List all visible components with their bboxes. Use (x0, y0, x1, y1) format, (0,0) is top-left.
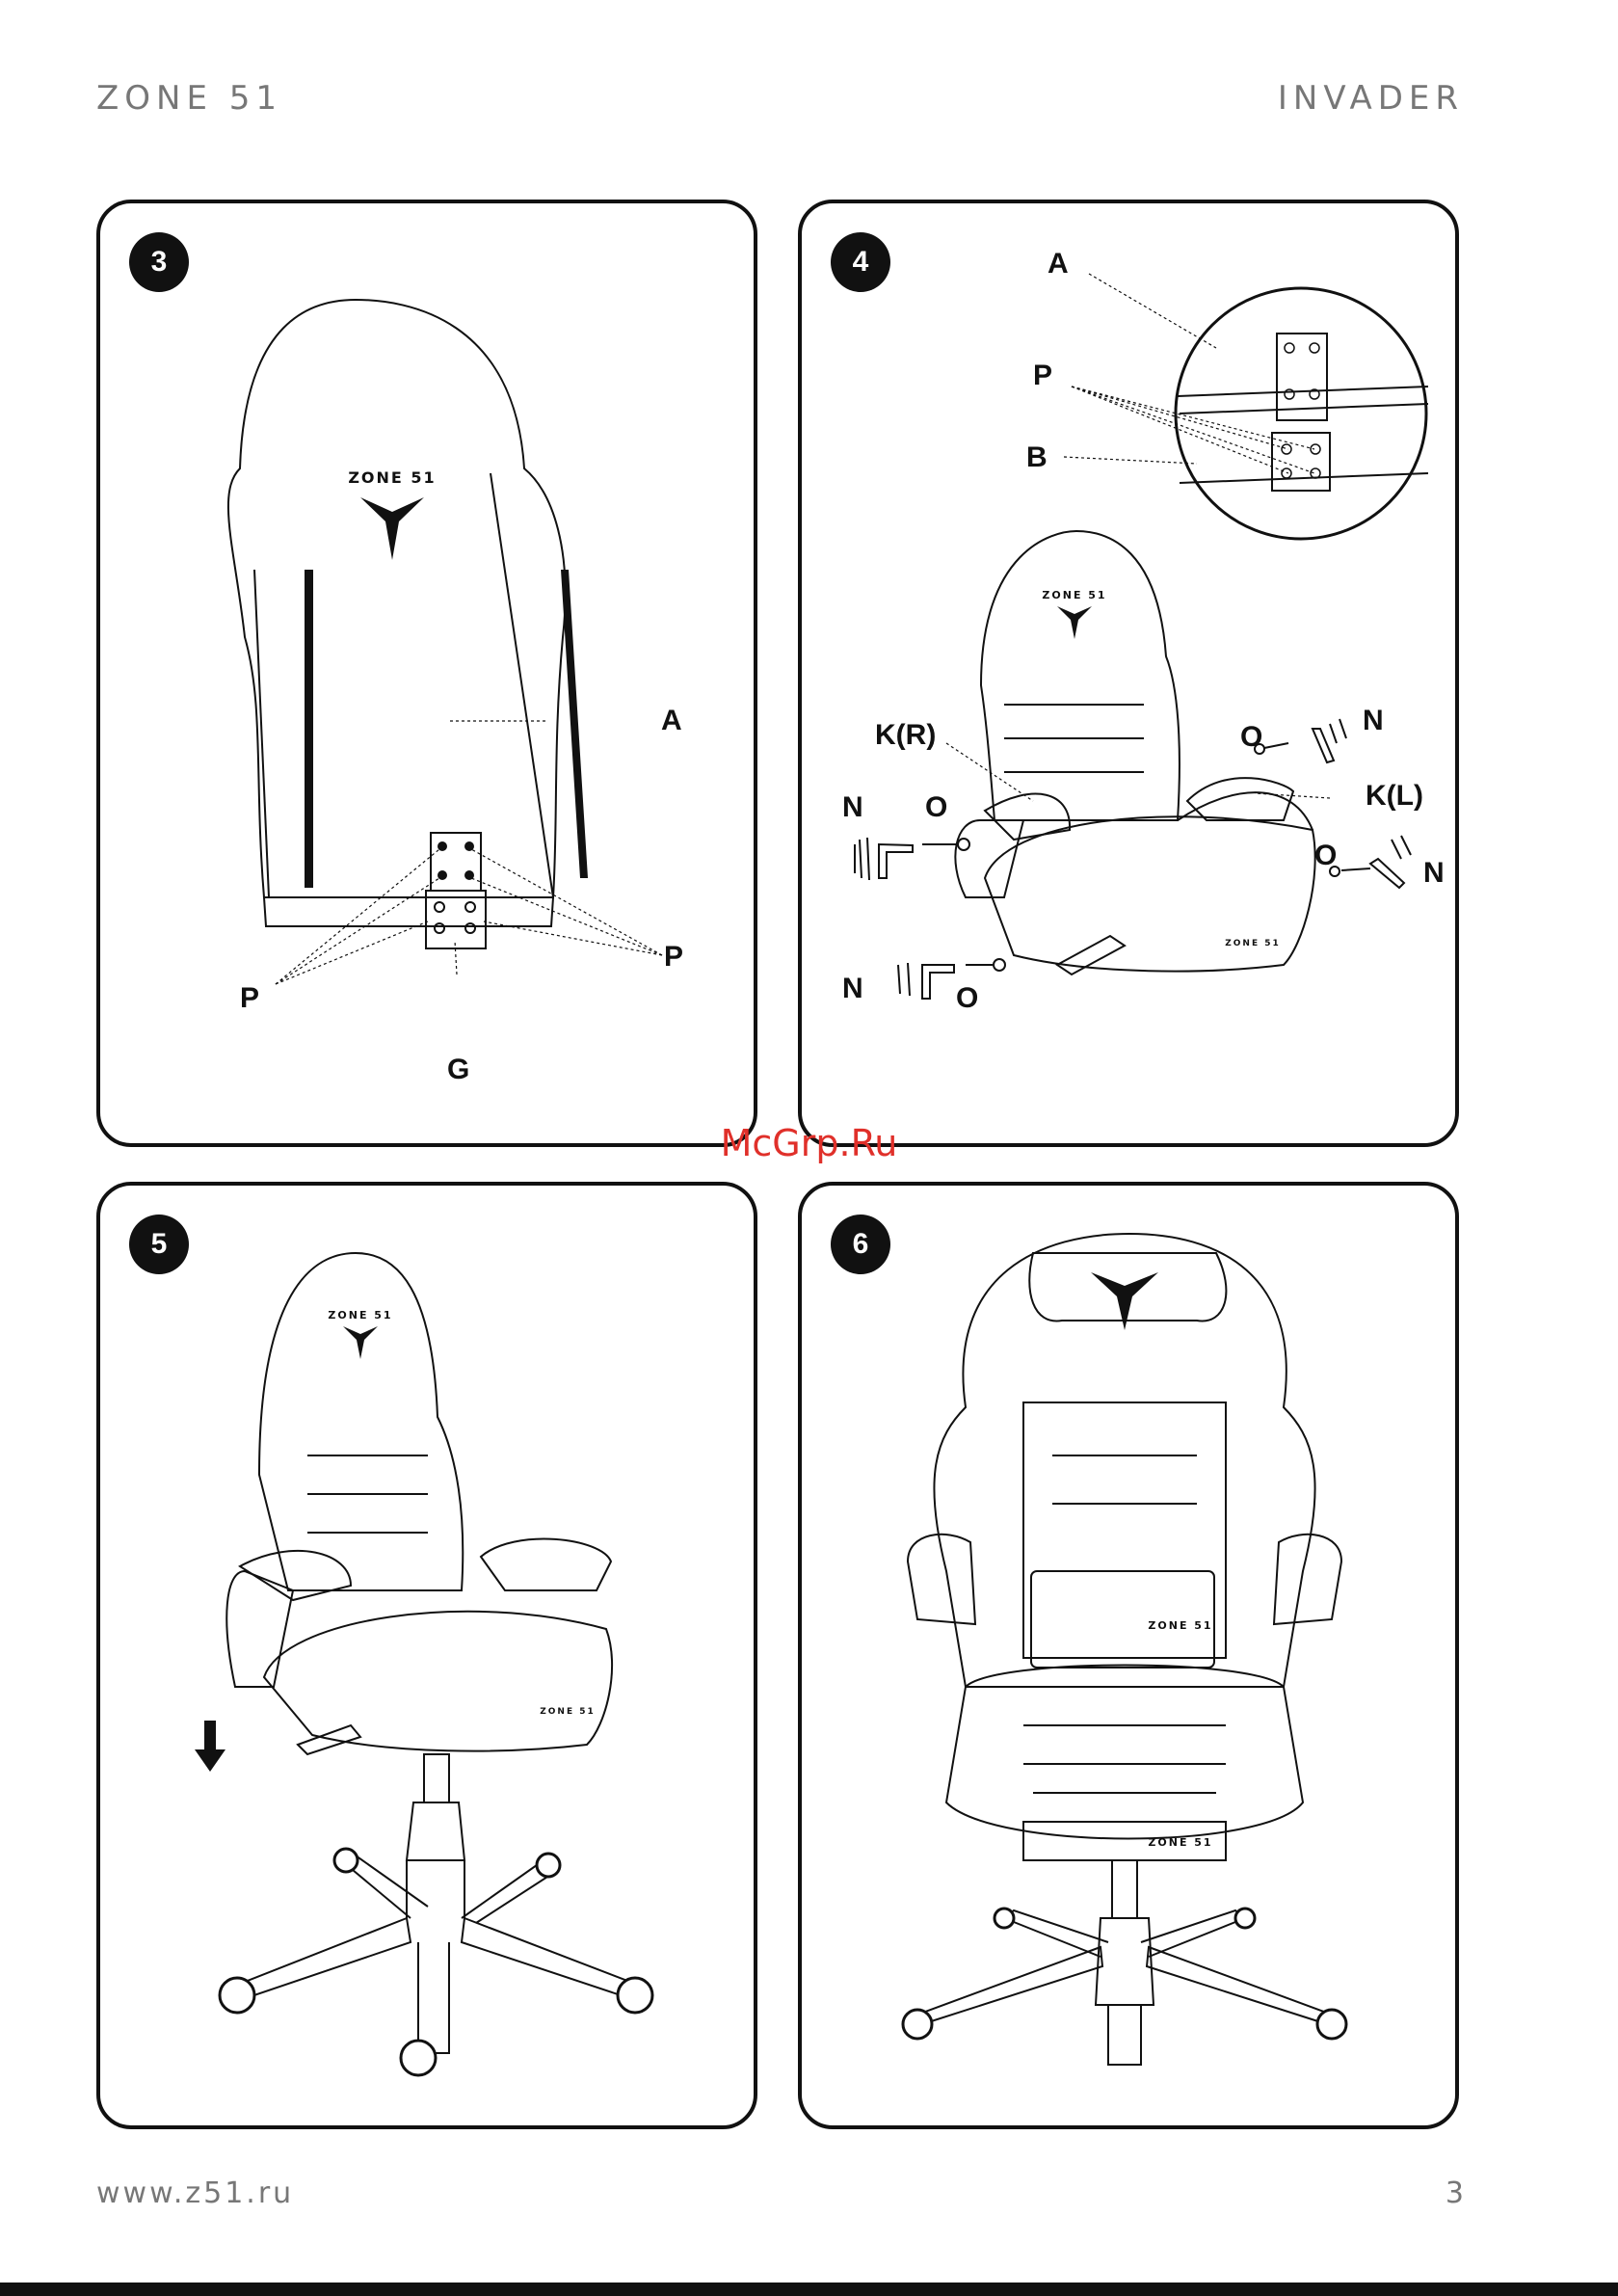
zone51-emblem-icon (360, 497, 424, 560)
label-g: G (447, 1054, 469, 1086)
brand-logo-text: ZONE 51 (96, 79, 282, 118)
zone51-emblem-icon (1057, 606, 1092, 639)
label-a: A (1048, 248, 1069, 280)
watermark-text: McGrp.Ru (0, 1122, 1618, 1164)
model-name: INVADER (1278, 79, 1464, 118)
backrest-logo-text: ZONE 51 (328, 1309, 392, 1322)
label-n: N (1423, 857, 1445, 890)
bottom-bar (0, 2283, 1618, 2296)
pillow-logo-text: ZONE 51 (1148, 1619, 1212, 1632)
label-p-right: P (664, 941, 683, 974)
arrow-down-icon (195, 1721, 225, 1772)
step-6-panel: 6 ZONE 51 ZONE 51 (798, 1182, 1459, 2129)
seat-logo-text: ZONE 51 (540, 1707, 596, 1717)
label-o: O (956, 982, 978, 1015)
seat-logo-text: ZONE 51 (1225, 939, 1281, 948)
page-number: 3 (1446, 2176, 1464, 2210)
label-o: O (1314, 840, 1337, 872)
backrest-logo-text: ZONE 51 (348, 468, 436, 487)
label-n: N (842, 973, 863, 1005)
armrest-illustration: ZONE 51 ZONE 51 (802, 203, 1459, 1147)
label-b: B (1026, 441, 1048, 474)
backrest-logo-text: ZONE 51 (1042, 589, 1106, 601)
label-p-left: P (240, 982, 259, 1015)
assembled-chair-illustration: ZONE 51 ZONE 51 (802, 1186, 1459, 2129)
label-n: N (1363, 705, 1384, 737)
step-3-panel: 3 ZONE 51 A P P G (96, 200, 757, 1147)
step-4-panel: 4 Z (798, 200, 1459, 1147)
label-p: P (1033, 360, 1052, 392)
label-o: O (1240, 721, 1262, 754)
label-a: A (661, 705, 682, 737)
backrest-illustration: ZONE 51 (100, 203, 757, 1147)
label-o: O (925, 791, 947, 824)
label-n: N (842, 791, 863, 824)
step-5-panel: 5 ZONE 51 ZONE 51 (96, 1182, 757, 2129)
zone51-emblem-icon (343, 1326, 378, 1359)
label-k-left: K(L) (1366, 780, 1423, 813)
footer-url: www.z51.ru (96, 2176, 294, 2210)
label-k-right: K(R) (875, 719, 936, 752)
seat-logo-text: ZONE 51 (1148, 1836, 1212, 1849)
seat-on-base-illustration: ZONE 51 ZONE 51 (100, 1186, 757, 2129)
